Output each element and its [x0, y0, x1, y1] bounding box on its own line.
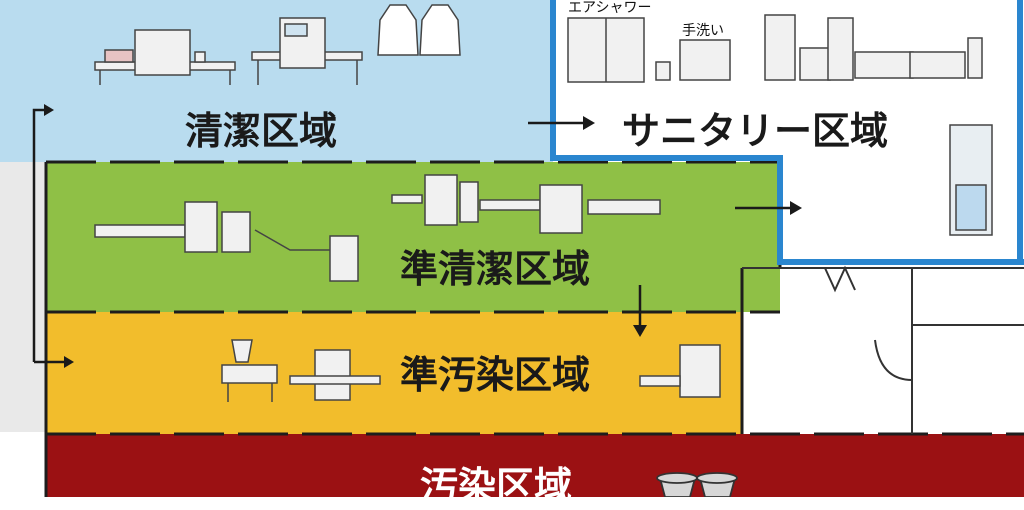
sanitary-zone-label: サニタリー区域: [622, 109, 889, 153]
floorplan-lines: [32, 0, 1024, 497]
clean-zone-label: 清潔区域: [185, 109, 338, 153]
sanitary-equipment-icon: [567, 14, 993, 236]
semi-contaminated-equipment-icon: [221, 339, 721, 402]
contaminated-zone: [46, 434, 1024, 497]
air-shower-label: エアシャワー: [568, 0, 652, 16]
outer-left-gray: [0, 162, 46, 432]
handwash-label: 手洗い: [682, 23, 724, 39]
semi-clean-zone-label: 準清潔区域: [400, 247, 591, 291]
trash-bin-icon: [656, 472, 738, 497]
semi-contaminated-zone-label: 準汚染区域: [400, 353, 591, 397]
lab-coat-icon: [377, 4, 461, 56]
semi-contaminated-zone: [46, 312, 742, 434]
clean-zone: [0, 0, 553, 162]
semi-clean-equipment-icon: [94, 174, 661, 282]
clean-equipment-icon: [94, 17, 363, 85]
contaminated-zone-label: 汚染区域: [420, 464, 573, 508]
